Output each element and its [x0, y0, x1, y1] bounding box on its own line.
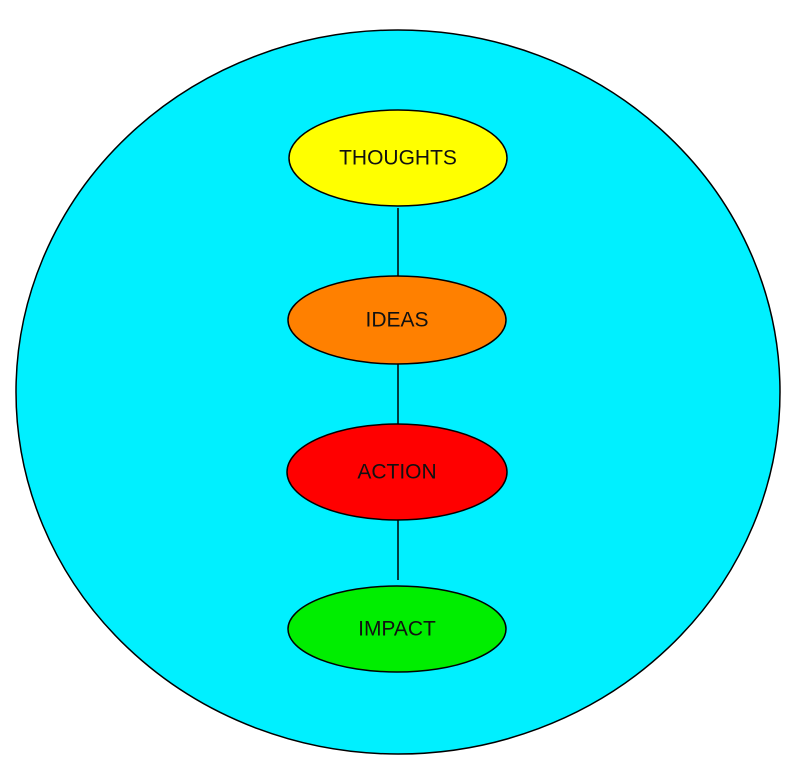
node-ideas: IDEAS [287, 275, 507, 365]
node-action: ACTION [286, 423, 508, 521]
node-ideas-shape [287, 275, 507, 365]
node-ideas-label: IDEAS [365, 309, 428, 332]
node-action-label: ACTION [357, 461, 436, 484]
node-thoughts: THOUGHTS [288, 109, 508, 207]
node-impact-label: IMPACT [358, 618, 436, 641]
node-thoughts-label: THOUGHTS [339, 147, 457, 170]
node-impact: IMPACT [287, 585, 507, 673]
node-thoughts-shape [288, 109, 508, 207]
node-action-shape [286, 423, 508, 521]
node-impact-shape [287, 585, 507, 673]
